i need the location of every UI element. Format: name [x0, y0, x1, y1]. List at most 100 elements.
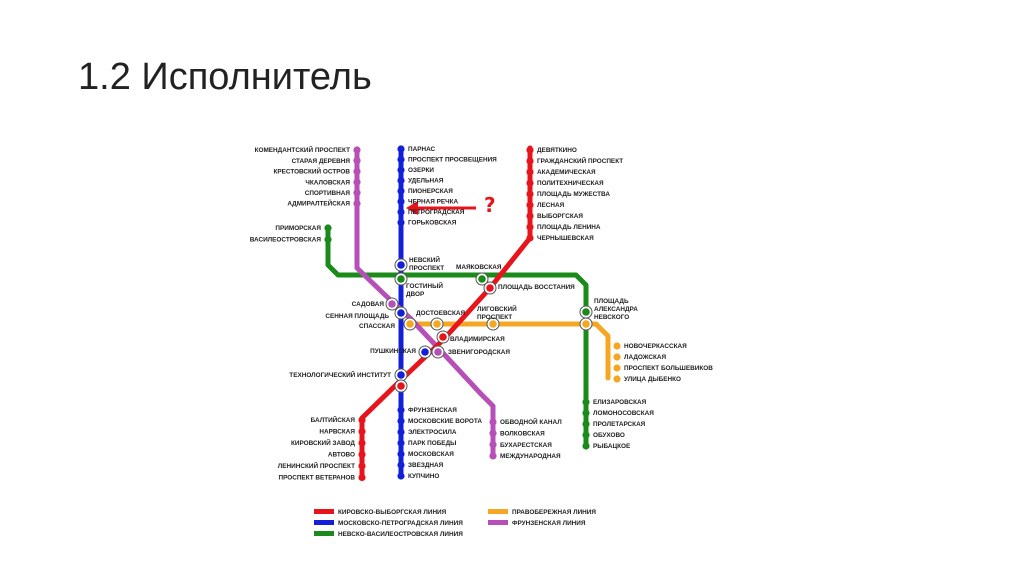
station-red-top-2-dot	[526, 168, 534, 176]
purple-line-track	[354, 147, 496, 458]
station-green-west-0-dot	[324, 224, 332, 232]
station-blue-bottom-6-dot	[397, 472, 405, 480]
station-nevsky-label-2: ПРОСПЕКТ	[409, 265, 444, 272]
station-проспект-ветеранов-label: ПРОСПЕКТ ВЕТЕРАНОВ	[278, 475, 355, 482]
station-черная-речка-label: ЧЕРНАЯ РЕЧКА	[408, 199, 459, 206]
annotation-arrow: ?	[406, 193, 496, 217]
station-blue-bottom-3-dot	[397, 439, 405, 447]
station-площадь-мужества-label: ПЛОЩАДЬ МУЖЕСТВА	[537, 191, 610, 198]
interchange-dot-mayakovskaya-green	[478, 275, 486, 283]
station-озерки-label: ОЗЕРКИ	[408, 167, 434, 174]
station-спортивная-label: СПОРТИВНАЯ	[305, 190, 351, 197]
station-red-top-1-dot	[526, 157, 534, 165]
interchange-dot-nevskogo-orange	[582, 320, 590, 328]
station-площадь-ленина-label: ПЛОЩАДЬ ЛЕНИНА	[537, 224, 601, 231]
station-обухово-label: ОБУХОВО	[593, 432, 625, 439]
station-blue-bottom-2-dot	[397, 428, 405, 436]
station-звездная-label: ЗВЕЗДНАЯ	[408, 462, 444, 469]
interchange-dot-vosstaniya-red	[486, 284, 494, 292]
station-green-west-1-dot	[324, 235, 332, 244]
station-tech-institute-label: ТЕХНОЛОГИЧЕСКИЙ ИНСТИТУТ	[289, 370, 391, 379]
station-проспект-большевиков-label: ПРОСПЕКТ БОЛЬШЕВИКОВ	[624, 365, 713, 372]
station-blue-top-5-dot	[397, 197, 405, 206]
station-елизаровская-label: ЕЛИЗАРОВСКАЯ	[593, 399, 647, 406]
station-выборгская-label: ВЫБОРГСКАЯ	[537, 213, 583, 220]
legend: КИРОВСКО-ВЫБОРГСКАЯ ЛИНИЯ МОСКОВСКО-ПЕТР…	[314, 509, 596, 538]
interchange-dot-sennaya-blue	[397, 309, 405, 317]
interchange-dot-pushkinskaya-blue	[421, 348, 429, 356]
station-ленинский-проспект-label: ЛЕНИНСКИЙ ПРОСПЕКТ	[278, 461, 355, 470]
station-комендантский-проспект-label: КОМЕНДАНТСКИЙ ПРОСПЕКТ	[255, 145, 351, 154]
station-green-south-2-dot	[582, 420, 590, 428]
station-blue-bottom-4-dot	[397, 450, 405, 458]
station-балтийская-label: БАЛТИЙСКАЯ	[311, 415, 356, 424]
station-red-bottom-0-dot	[358, 416, 366, 424]
station-международная-label: МЕЖДУНАРОДНАЯ	[500, 453, 561, 460]
station-blue-top-4-dot	[397, 187, 405, 195]
station-московские-ворота-label: МОСКОВСКИЕ ВОРОТА	[408, 418, 482, 425]
legend-swatch-purple	[488, 520, 508, 525]
station-purple-top-0-dot	[353, 146, 361, 154]
station-mayakovskaya-label: МАЯКОВСКАЯ	[456, 264, 502, 271]
station-red-top-7-dot	[526, 223, 534, 231]
station-red-bottom-4-dot	[358, 462, 366, 470]
station-ладожская-label: ЛАДОЖСКАЯ	[624, 354, 667, 361]
station-red-top-5-dot	[526, 201, 534, 209]
legend-label-green: НЕВСКО-ВАСИЛЕОСТРОВСКАЯ ЛИНИЯ	[338, 531, 463, 538]
station-blue-bottom-0-dot	[397, 406, 405, 414]
station-nevskogo-label: ПЛОЩАДЬ	[594, 298, 629, 305]
station-green-south-0-dot	[582, 398, 590, 406]
central-labels: НЕВСКИЙ ПРОСПЕКТ ГОСТИНЫЙ ДВОР МАЯКОВСКА…	[289, 255, 638, 379]
station-автово-label: АВТОВО	[328, 452, 355, 459]
station-orange-east-3-dot	[613, 375, 621, 383]
legend-swatch-blue	[314, 520, 334, 525]
orange-line-track	[407, 321, 611, 381]
station-purple-top-1-dot	[353, 157, 361, 165]
arrow-head	[406, 201, 418, 215]
legend-label-blue: МОСКОВСКО-ПЕТРОГРАДСКАЯ ЛИНИЯ	[338, 520, 463, 527]
station-red-bottom-2-dot	[358, 439, 366, 447]
station-blue-top-6-dot	[397, 208, 405, 216]
interchange-dot-dostoevskaya-orange	[433, 320, 441, 328]
station-blue-top-3-dot	[397, 176, 405, 185]
station-старая-деревня-label: СТАРАЯ ДЕРЕВНЯ	[292, 158, 351, 165]
interchange-dot-sadovaya-purple	[388, 300, 396, 308]
interchange-dot-nevskogo-green	[582, 308, 590, 316]
station-крестовский-остров-label: КРЕСТОВСКИЙ ОСТРОВ	[273, 167, 350, 176]
station-академическая-label: АКАДЕМИЧЕСКАЯ	[537, 169, 596, 176]
station-green-south-1-dot	[582, 409, 590, 417]
station-ligovsky-label: ЛИГОВСКИЙ	[477, 304, 517, 313]
station-vosstaniya-label: ПЛОЩАДЬ ВОССТАНИЯ	[498, 284, 575, 291]
station-обводной-канал-label: ОБВОДНОЙ КАНАЛ	[500, 417, 562, 426]
station-red-top-3-dot	[526, 179, 534, 187]
station-blue-top-0-dot	[397, 145, 405, 153]
station-девяткино-label: ДЕВЯТКИНО	[537, 147, 577, 154]
station-удельная-label: УДЕЛЬНАЯ	[408, 178, 444, 185]
station-проспект-просвещения-label: ПРОСПЕКТ ПРОСВЕЩЕНИЯ	[408, 157, 497, 164]
station-гражданский-проспект-label: ГРАЖДАНСКИЙ ПРОСПЕКТ	[537, 156, 623, 165]
station-политехническая-label: ПОЛИТЕХНИЧЕСКАЯ	[537, 180, 604, 187]
station-василеостровская-label: ВАСИЛЕОСТРОВСКАЯ	[250, 237, 322, 244]
station-бухарестская-label: БУХАРЕСТСКАЯ	[500, 442, 552, 449]
station-улица-дыбенко-label: УЛИЦА ДЫБЕНКО	[624, 376, 681, 383]
station-purple-top-3-dot	[353, 178, 361, 186]
station-новочеркасская-label: НОВОЧЕРКАССКАЯ	[624, 343, 687, 350]
station-purple-bottom-2-dot	[489, 441, 497, 449]
station-волковская-label: ВОЛКОВСКАЯ	[500, 431, 545, 438]
station-кировский-завод-label: КИРОВСКИЙ ЗАВОД	[291, 438, 355, 447]
station-purple-bottom-1-dot	[489, 429, 497, 437]
station-nevskogo-label-3: НЕВСКОГО	[594, 314, 629, 321]
station-orange-east-1-dot	[613, 353, 621, 361]
station-purple-bottom-3-dot	[489, 452, 497, 460]
station-пионерская-label: ПИОНЕРСКАЯ	[408, 188, 453, 195]
station-sadovaya-label: САДОВАЯ	[352, 301, 385, 308]
interchange-dot-nevsky-blue	[397, 261, 405, 269]
station-zvenigorodskaya-label: ЗВЕНИГОРОДСКАЯ	[448, 349, 510, 356]
station-red-bottom-1-dot	[358, 427, 366, 436]
station-blue-top-7-dot	[397, 218, 405, 227]
station-purple-top-2-dot	[353, 167, 361, 175]
station-ligovsky-label-2: ПРОСПЕКТ	[477, 314, 512, 321]
stations: КОМЕНДАНТСКИЙ ПРОСПЕКТ СТАРАЯ ДЕРЕВНЯ КРЕС…	[250, 145, 713, 482]
slide-title: 1.2 Исполнитель	[78, 56, 372, 98]
